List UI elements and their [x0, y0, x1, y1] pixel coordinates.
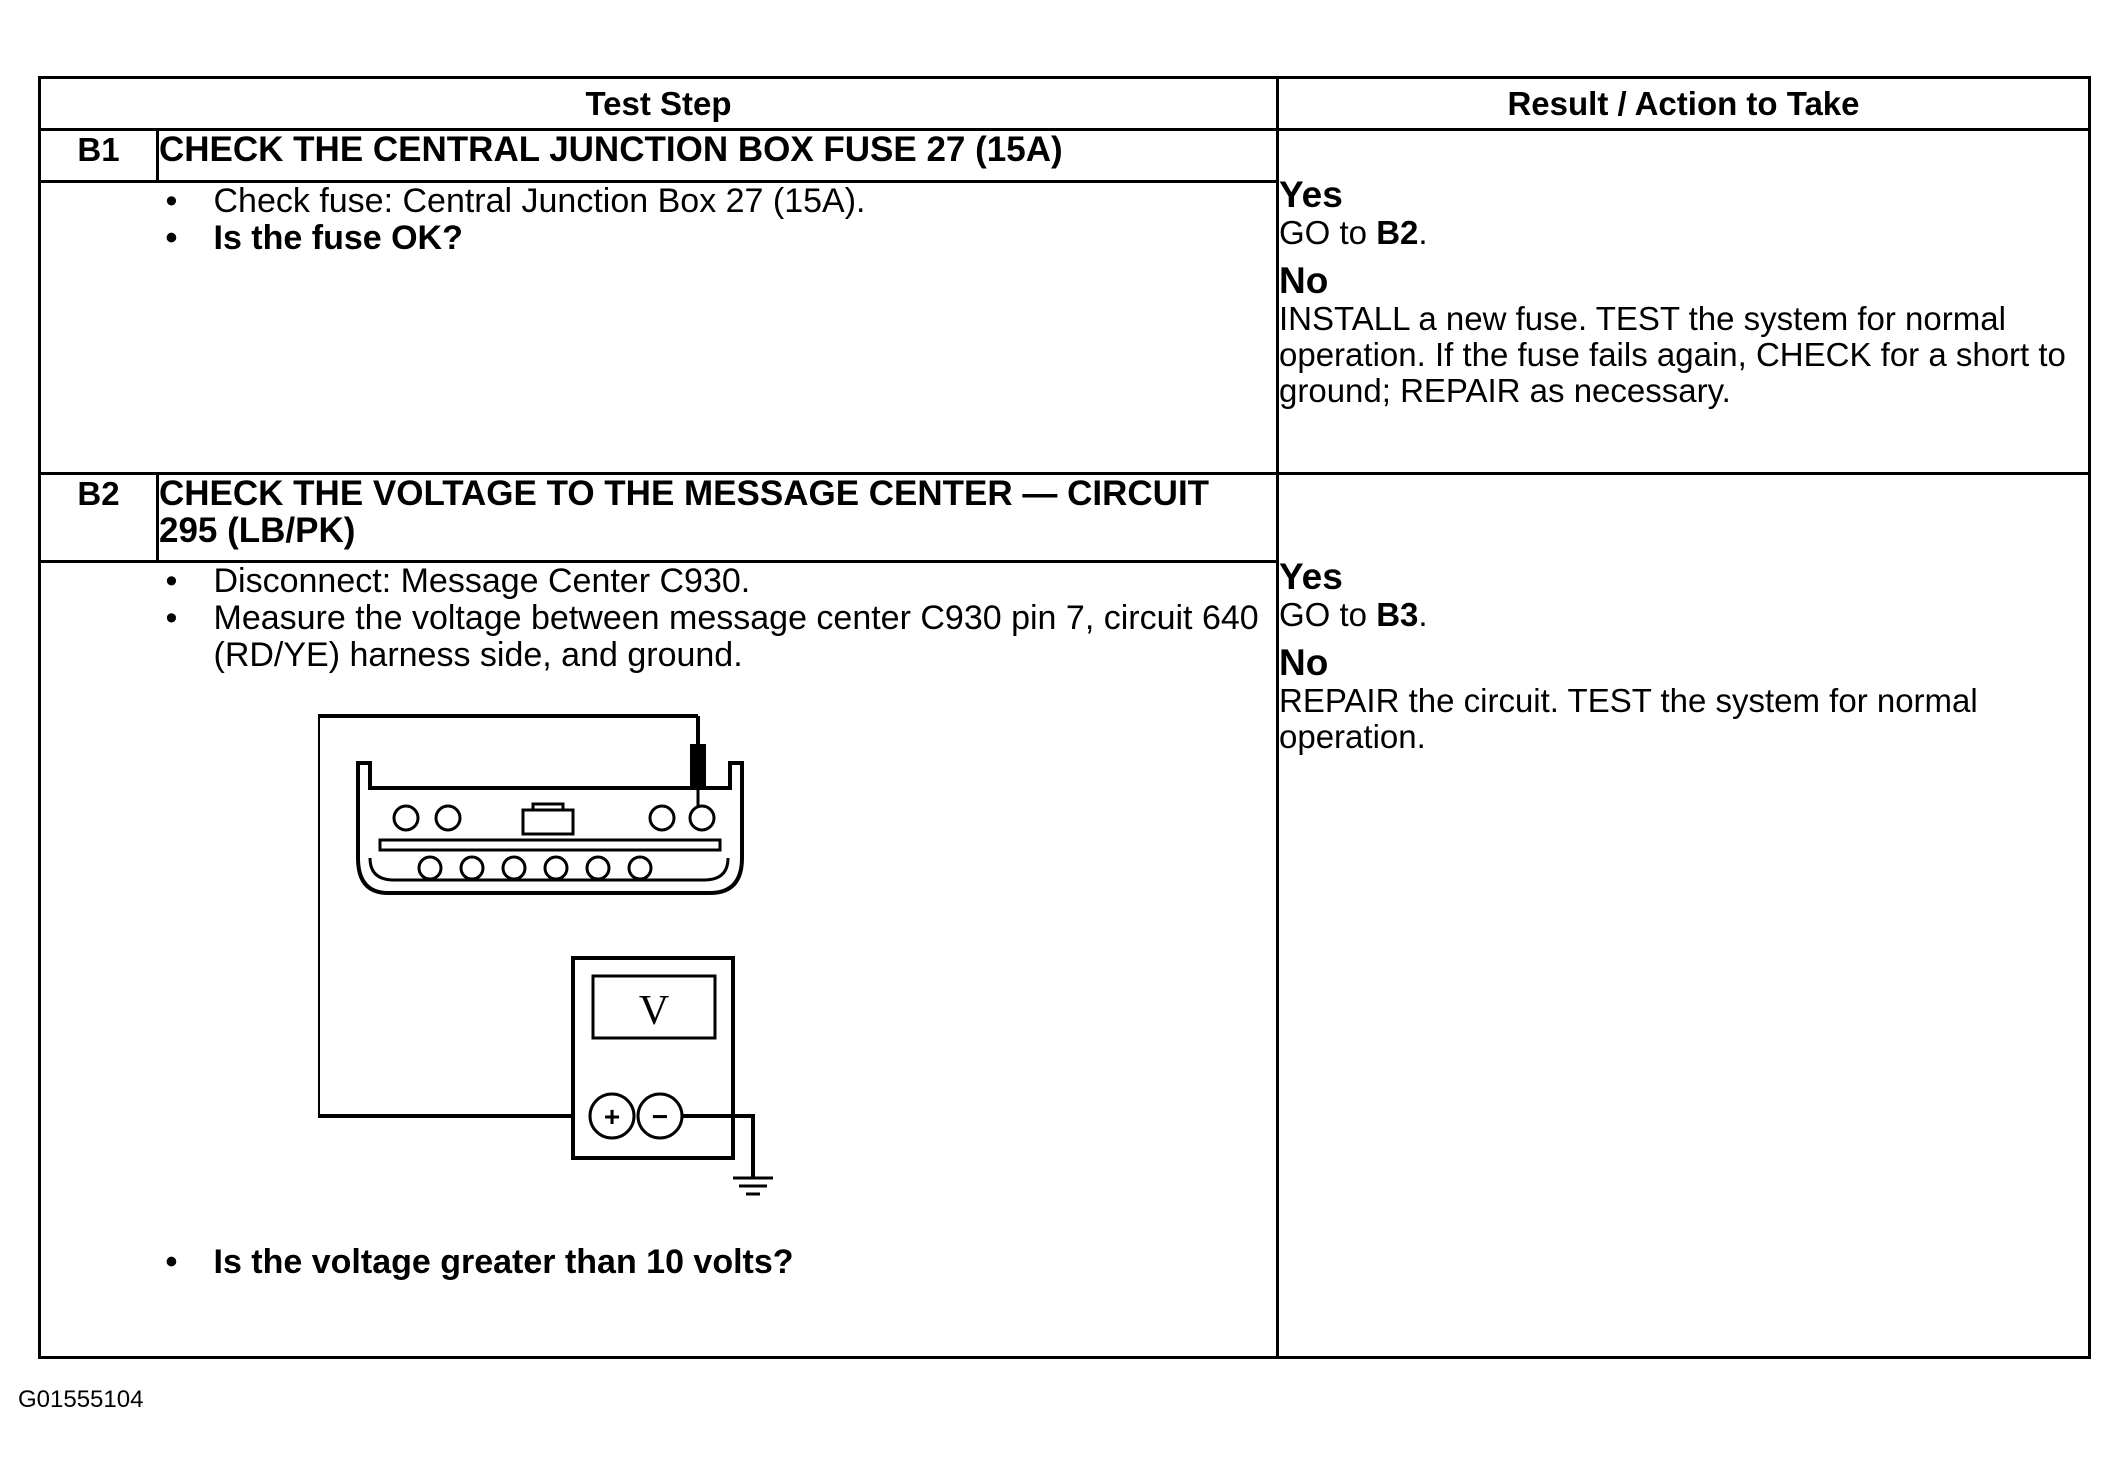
- connector-pin-7: [688, 804, 715, 832]
- bullet-text: Disconnect: Message Center C930.: [213, 562, 751, 600]
- step-b2-yes: Yes GO to B3.: [1279, 557, 2088, 633]
- yes-action-target: B2: [1376, 214, 1419, 251]
- step-b2-no: No REPAIR the circuit. TEST the system f…: [1279, 643, 2088, 755]
- step-b1-id: B1: [38, 128, 159, 183]
- step-b2-body-row: • Disconnect: Message Center C930. • Measu…: [38, 560, 2090, 1359]
- ground-wire: [681, 1114, 755, 1178]
- meter-symbol: V: [638, 988, 668, 1034]
- result-action-header: Result / Action to Take: [1276, 76, 2091, 131]
- bullet-item: • Measure the voltage between message cen…: [158, 600, 1277, 674]
- header-row: Test Step Result / Action to Take: [38, 76, 2091, 131]
- yes-label: Yes: [1279, 556, 1343, 597]
- step-b2-body: • Disconnect: Message Center C930. • Measu…: [157, 560, 1279, 1359]
- bullet-item: • Check fuse: Central Junction Box 27 (15…: [158, 183, 1277, 220]
- connector-pin: [543, 855, 568, 881]
- bullet-dot: •: [165, 182, 178, 220]
- step-b1-body: • Check fuse: Central Junction Box 27 (15…: [157, 180, 1279, 475]
- connector-voltmeter-illustration: V + −: [315, 714, 773, 1196]
- yes-action-suffix: .: [1418, 214, 1428, 251]
- bullet-text: Is the voltage greater than 10 volts?: [213, 1243, 794, 1281]
- bullet-item: • Disconnect: Message Center C930.: [158, 563, 1277, 600]
- bullet-text: Is the fuse OK?: [213, 219, 463, 257]
- yes-action: GO to B3.: [1279, 597, 2088, 633]
- voltmeter-display: [591, 974, 716, 1040]
- bullet-text: Measure the voltage between message cent…: [213, 599, 1259, 674]
- connector-divider: [378, 838, 721, 852]
- positive-lead-wire: [315, 714, 698, 1118]
- step-b2-id: B2: [38, 472, 159, 563]
- step-b1-no: No INSTALL a new fuse. TEST the system f…: [1279, 261, 2088, 409]
- step-b2-title: CHECK THE VOLTAGE TO THE MESSAGE CENTER …: [156, 472, 1279, 563]
- connector-pin: [434, 804, 461, 832]
- yes-action: GO to B2.: [1279, 215, 2088, 251]
- connector-pin: [459, 855, 484, 881]
- no-label: No: [1279, 642, 1329, 683]
- connector-body: [355, 761, 744, 895]
- step-b1-bullets: • Check fuse: Central Junction Box 27 (15…: [158, 183, 1277, 257]
- voltage-test-diagram: V + −: [315, 708, 998, 1238]
- step-b1-title: CHECK THE CENTRAL JUNCTION BOX FUSE 27 (…: [156, 128, 1279, 183]
- connector-pin: [417, 855, 442, 881]
- connector-pin: [585, 855, 610, 881]
- step-b1-title-row: B1 CHECK THE CENTRAL JUNCTION BOX FUSE 2…: [38, 128, 2091, 475]
- no-action: INSTALL a new fuse. TEST the system for …: [1279, 300, 2066, 409]
- minus-symbol: −: [651, 1101, 667, 1132]
- bullet-dot: •: [165, 562, 178, 600]
- connector-pin: [501, 855, 526, 881]
- voltmeter-body: [570, 956, 735, 1160]
- bullet-text: Check fuse: Central Junction Box 27 (15A…: [213, 182, 866, 220]
- bullet-item: • Is the voltage greater than 10 volts?: [158, 1244, 1277, 1281]
- yes-action-target: B3: [1376, 596, 1419, 633]
- yes-action-suffix: .: [1418, 596, 1428, 633]
- bullet-item: • Is the fuse OK?: [158, 220, 1277, 257]
- test-step-header: Test Step: [38, 76, 1279, 131]
- connector-latch: [521, 808, 574, 836]
- connector-inner-edge: [368, 857, 729, 882]
- step-b2-result: Yes GO to B3. No REPAIR the circuit. TES…: [1276, 472, 2091, 1359]
- probe-tip-icon: [689, 744, 706, 786]
- ground-symbol-icon: [732, 1176, 773, 1196]
- yes-action-prefix: GO to: [1279, 214, 1368, 251]
- step-b2-title-row: B2 CHECK THE VOLTAGE TO THE MESSAGE CENT…: [38, 472, 2091, 1359]
- connector-pin: [392, 804, 419, 832]
- connector-pin: [627, 855, 652, 881]
- no-action: REPAIR the circuit. TEST the system for …: [1279, 682, 1978, 755]
- step-b1-blank: [38, 180, 158, 475]
- step-b1-result: Yes GO to B2. No INSTALL a new fuse. TES…: [1276, 128, 2091, 475]
- diagnostic-table: Test Step Result / Action to Take B1 CHE…: [38, 76, 2091, 1359]
- yes-label: Yes: [1279, 174, 1343, 215]
- figure-id: G01555104: [18, 1386, 144, 1413]
- bullet-dot: •: [165, 1243, 178, 1281]
- bullet-dot: •: [165, 219, 178, 257]
- positive-terminal-icon: [588, 1092, 635, 1140]
- step-b2-question: • Is the voltage greater than 10 volts?: [158, 1244, 1277, 1281]
- no-label: No: [1279, 260, 1329, 301]
- step-b2-bullets: • Disconnect: Message Center C930. • Measu…: [158, 563, 1277, 674]
- connector-latch-top: [531, 802, 564, 810]
- plus-symbol: +: [603, 1101, 619, 1132]
- step-b1-body-row: • Check fuse: Central Junction Box 27 (15…: [38, 180, 2090, 475]
- step-b1-yes: Yes GO to B2.: [1279, 175, 2088, 251]
- bullet-dot: •: [165, 599, 178, 637]
- step-b2-blank: [38, 560, 158, 1359]
- yes-action-prefix: GO to: [1279, 596, 1368, 633]
- connector-pin: [648, 804, 675, 832]
